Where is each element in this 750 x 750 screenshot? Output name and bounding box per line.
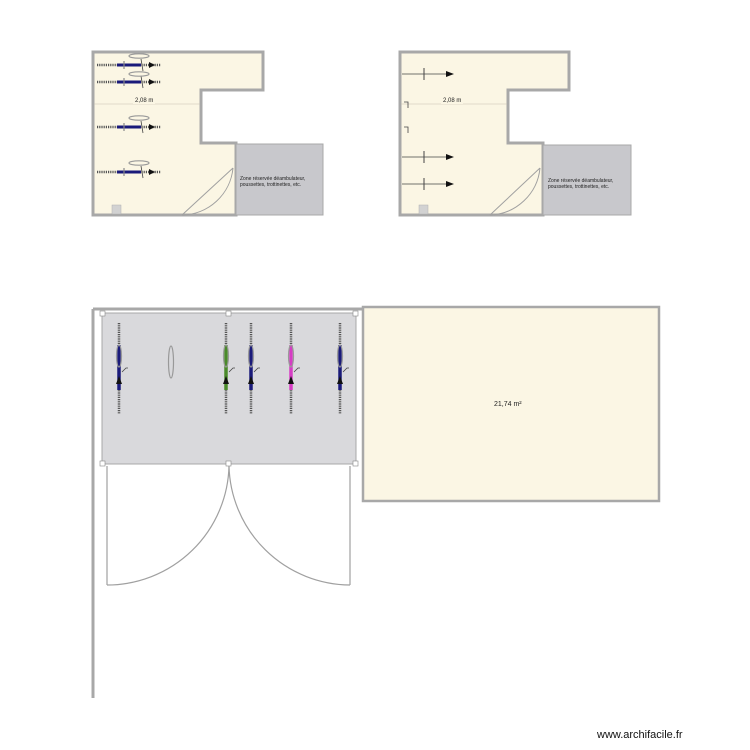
plan-1-zone-label: Zone réservée déambulateur, poussettes, … — [240, 176, 305, 188]
plan-2-floor — [398, 50, 571, 217]
watermark: www.archifacile.fr — [597, 729, 683, 741]
plan-3-bike-room — [101, 312, 357, 465]
plan-2-reserved-zone — [542, 144, 632, 216]
plan-2-dimension-label: 2,08 m — [441, 98, 464, 104]
bike-icon — [97, 75, 161, 89]
plan-2-door — [489, 167, 541, 216]
rack-loop-icon — [128, 160, 150, 166]
rack-loop-icon — [128, 53, 150, 59]
plan-1-zone-label-line1: Zone réservée déambulateur, — [240, 176, 306, 182]
plan-1-reserved-zone — [235, 143, 324, 216]
bike-icon — [336, 323, 349, 414]
rack-loop-icon — [128, 71, 150, 77]
bike-icon — [115, 323, 128, 414]
plan-3-post-markers — [99, 310, 359, 467]
bike-icon — [287, 323, 300, 414]
bike-icon — [247, 323, 260, 414]
plan-1-zone-label-line2: poussettes, trottinettes, etc. — [240, 182, 302, 188]
wall-bike-icon — [402, 178, 454, 190]
plan-3-area-label: 21,74 m² — [494, 401, 522, 408]
empty-rack-icon — [167, 345, 175, 379]
rack-loop-icon — [128, 115, 150, 121]
plan-1-drain — [111, 204, 122, 215]
wall-bike-icon — [402, 68, 454, 80]
plan-2-drain — [418, 204, 429, 215]
plan-3-large-room — [361, 305, 661, 503]
plan-2 — [398, 50, 632, 217]
plan-1 — [91, 50, 324, 217]
plan-1-bike-racks — [97, 53, 161, 179]
bike-icon — [97, 58, 161, 72]
hook-icon — [404, 126, 409, 133]
plan-2-zone-label-line1: Zone réservée déambulateur, — [548, 178, 614, 184]
bike-icon — [97, 165, 161, 179]
plan-3-double-door — [106, 465, 351, 586]
plan-1-door — [181, 167, 234, 216]
plan-3 — [91, 305, 661, 698]
bike-icon — [97, 120, 161, 134]
hook-icon — [404, 101, 409, 108]
plan-2-zone-label-line2: poussettes, trottinettes, etc. — [548, 184, 610, 190]
plan-2-bike-racks — [402, 68, 454, 190]
plan-1-floor — [91, 50, 265, 217]
bike-icon — [222, 323, 235, 414]
wall-bike-icon — [402, 151, 454, 163]
plan-1-dimension-label: 2,08 m — [133, 98, 156, 104]
plan-2-zone-label: Zone réservée déambulateur, poussettes, … — [548, 178, 613, 190]
plan-3-bike-racks — [115, 323, 349, 414]
